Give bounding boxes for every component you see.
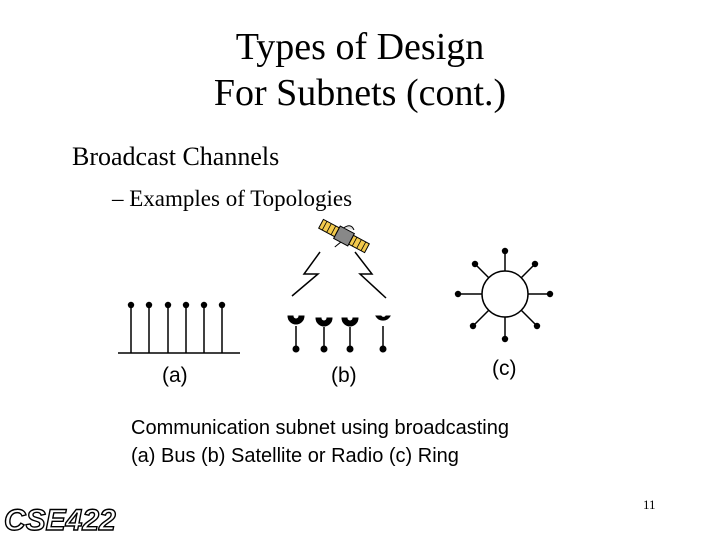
ring-node-2 [531, 260, 539, 268]
bus-node-2 [145, 301, 153, 309]
logo-text: CSE422 [4, 504, 116, 537]
dish-antenna-icon [287, 315, 305, 353]
dish-antenna-icon [375, 315, 391, 353]
bullet-broadcast-channels: Broadcast Channels [72, 142, 280, 171]
ring-node-8 [471, 260, 479, 268]
label-b: (b) [331, 364, 357, 387]
label-c: (c) [492, 357, 517, 380]
ring-node-6 [469, 322, 477, 330]
caption-line-2: (a) Bus (b) Satellite or Radio (c) Ring [131, 445, 459, 467]
bus-node-3 [164, 301, 172, 309]
dish-antenna-icon [315, 317, 333, 353]
page-number: 11 [643, 497, 656, 512]
subbullet-examples: – Examples of Topologies [112, 186, 353, 211]
lightning-bolt-left [291, 251, 321, 297]
dish-antenna-icon [341, 317, 359, 353]
lightning-bolt-icon [291, 251, 387, 299]
ring-node-5 [501, 335, 509, 343]
ring-node-1 [501, 247, 509, 255]
title-line-1: Types of Design [235, 26, 485, 68]
bus-node-5 [200, 301, 208, 309]
bus-node-1 [127, 301, 135, 309]
label-a: (a) [162, 364, 188, 387]
ring-node-7 [454, 290, 462, 298]
bus-topology [118, 301, 240, 354]
bus-node-4 [182, 301, 190, 309]
course-logo: CSE422 [3, 503, 116, 537]
figure-caption: Communication subnet using broadcasting … [131, 414, 509, 470]
ring-topology [454, 247, 554, 343]
satellite-icon [318, 218, 370, 254]
ring-node-4 [533, 322, 541, 330]
ring-node-3 [546, 290, 554, 298]
title-line-2: For Subnets (cont.) [213, 72, 507, 114]
bus-node-6 [218, 301, 226, 309]
caption-line-1: Communication subnet using broadcasting [131, 417, 509, 439]
slide-title: Types of Design For Subnets (cont.) [0, 24, 720, 116]
lightning-bolt-right [354, 251, 387, 299]
dish-antenna-group [287, 315, 391, 353]
